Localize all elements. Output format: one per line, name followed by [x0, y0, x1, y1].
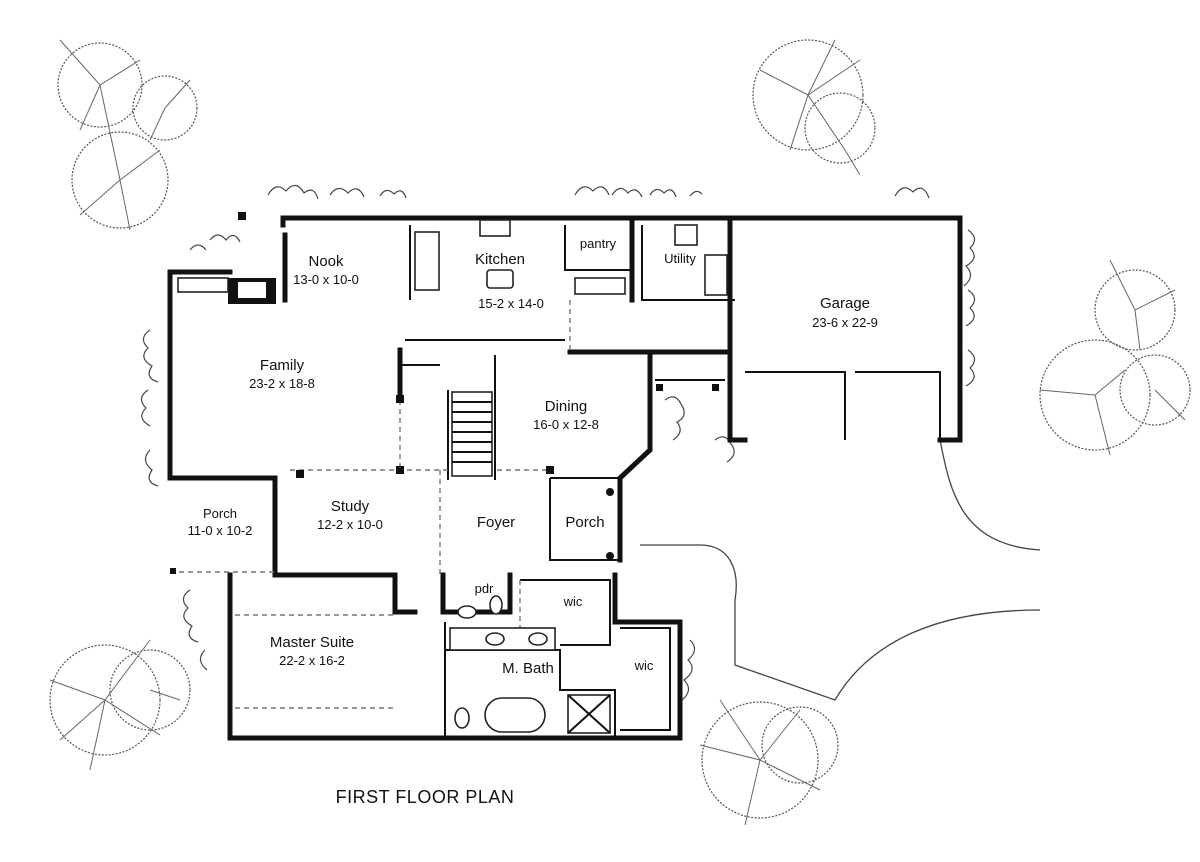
room-garage-dims: 23-6 x 22-9: [812, 315, 878, 330]
room-wic-2-name: wic: [634, 658, 654, 673]
tree-top-right: [752, 39, 876, 176]
room-nook-dims: 13-0 x 10-0: [293, 272, 359, 287]
room-foyer-name: Foyer: [477, 514, 515, 531]
plan-title: FIRST FLOOR PLAN: [336, 787, 515, 807]
room-labels: Nook 13-0 x 10-0 Kitchen 15-2 x 14-0 pan…: [188, 236, 878, 677]
exterior-walls: [167, 215, 963, 741]
room-kitchen-dims: 15-2 x 14-0: [478, 296, 544, 311]
tree-bottom-right: [699, 699, 839, 826]
room-kitchen-name: Kitchen: [475, 251, 525, 268]
kitchen-fixtures: [414, 219, 626, 295]
room-porch-side-dims: 11-0 x 10-2: [188, 523, 253, 538]
room-pantry-name: pantry: [580, 236, 617, 251]
stairs: [451, 391, 493, 477]
room-pdr-name: pdr: [475, 581, 494, 596]
utility-fixtures: [674, 224, 728, 296]
tree-bottom-left: [49, 639, 191, 771]
room-m-bath-name: M. Bath: [502, 660, 554, 677]
room-nook-name: Nook: [308, 253, 344, 270]
room-porch-front-name: Porch: [565, 514, 604, 531]
driveway: [640, 439, 1041, 701]
shrubs: [140, 184, 976, 701]
room-study-name: Study: [331, 498, 370, 515]
columns: [170, 212, 719, 574]
tree-right: [1039, 259, 1191, 456]
room-master-suite-dims: 22-2 x 16-2: [279, 653, 345, 668]
room-master-suite-name: Master Suite: [270, 634, 354, 651]
room-family-name: Family: [260, 357, 305, 374]
garage-doors: [745, 371, 941, 440]
room-dining-name: Dining: [545, 398, 588, 415]
room-garage-name: Garage: [820, 295, 870, 312]
room-family-dims: 23-2 x 18-8: [249, 376, 315, 391]
room-utility-name: Utility: [664, 251, 696, 266]
room-porch-side-name: Porch: [203, 506, 237, 521]
fireplace: [177, 277, 276, 304]
room-dining-dims: 16-0 x 12-8: [533, 417, 599, 432]
tree-top-left: [57, 39, 198, 231]
bath-fixtures: [449, 595, 611, 734]
interior-walls: [400, 225, 735, 738]
room-wic-1-name: wic: [563, 594, 583, 609]
room-study-dims: 12-2 x 10-0: [317, 517, 383, 532]
